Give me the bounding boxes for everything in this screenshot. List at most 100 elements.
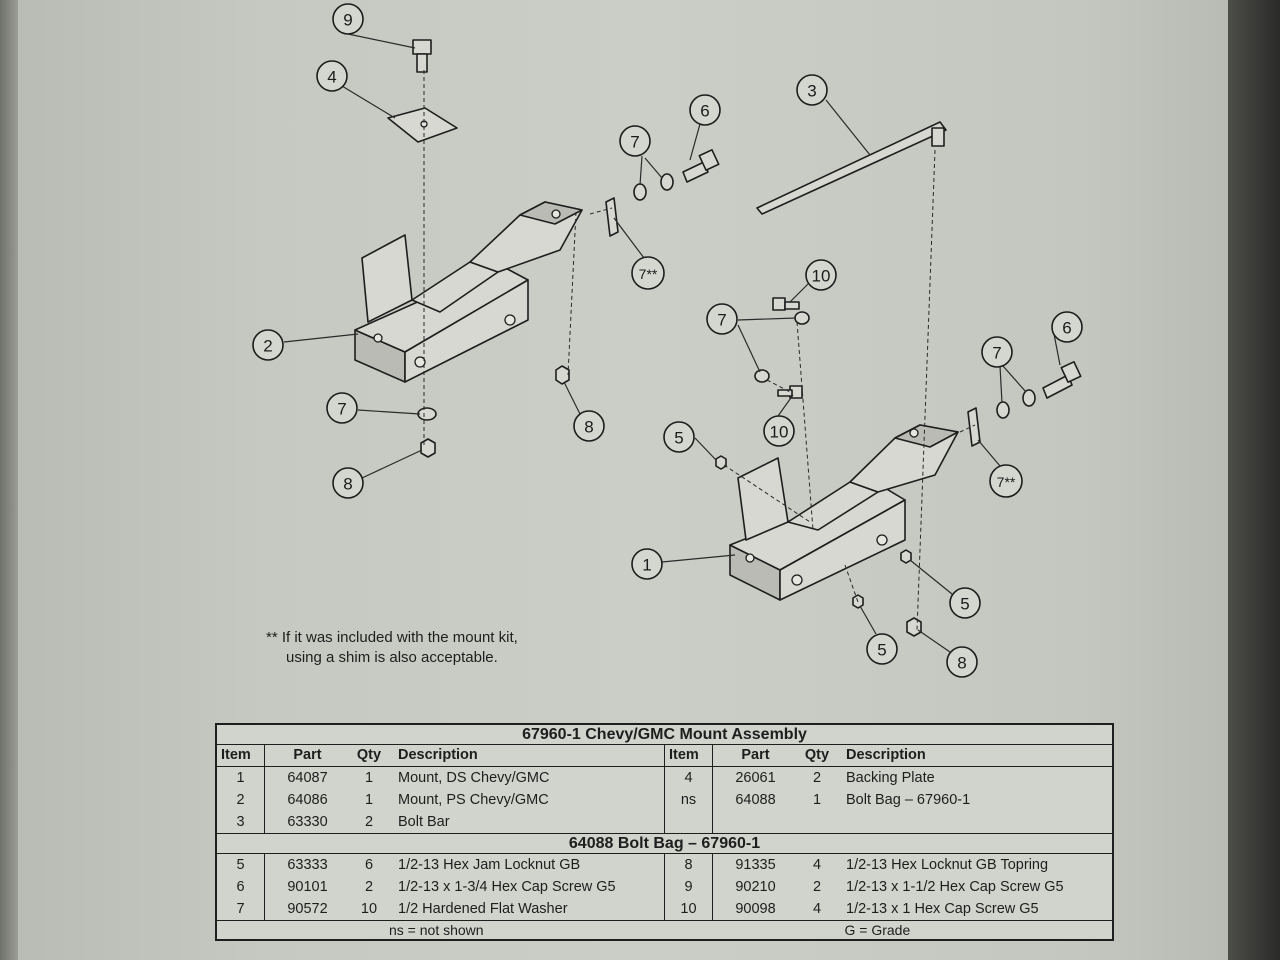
cell-description: 1/2-13 x 1-1/2 Hex Cap Screw G5 [846,879,1064,895]
shim-part [605,197,619,237]
header-item: Item [217,745,265,766]
header-description: Description [846,747,926,763]
svg-text:7: 7 [992,344,1001,363]
svg-text:6: 6 [700,102,709,121]
cell-qty: 1 [364,792,374,808]
cell-part: 90101 [287,879,328,895]
callout-2: 2 [252,329,284,361]
cap-screw-10-parts [772,297,786,311]
svg-text:7: 7 [630,133,639,152]
header-qty: Qty [804,747,830,763]
svg-text:2: 2 [263,337,272,356]
cell-qty [798,811,836,833]
svg-text:5: 5 [960,595,969,614]
cell-item: 2 [217,789,265,811]
svg-text:7**: 7** [997,474,1016,490]
cell-qty: 1 [364,770,374,786]
header-description: Description [398,747,478,763]
callout-9: 9 [332,3,364,35]
cell-part: 64088 [735,792,776,808]
svg-text:1: 1 [642,556,651,575]
svg-text:8: 8 [957,654,966,673]
cell-description: Mount, DS Chevy/GMC [398,770,550,786]
cell-part: 91335 [735,857,776,873]
bolt-bag-title: 64088 Bolt Bag – 67960-1 [217,833,1112,854]
bolt-bar-part [756,121,947,215]
cell-description [836,811,1112,833]
cell-qty: 1 [812,792,822,808]
cell-description: 1/2-13 x 1-3/4 Hex Cap Screw G5 [398,879,616,895]
cell-item: 9 [665,876,713,898]
cell-item: 3 [217,811,265,833]
callout-6: 6 [1051,311,1083,343]
cell-qty: 2 [364,879,374,895]
cap-screw-6-parts [682,148,1082,399]
cell-description: 1/2-13 Hex Locknut GB Topring [846,857,1049,873]
table-footer: ns = not shown G = Grade [217,920,1112,939]
svg-text:3: 3 [807,82,816,101]
cell-item: ns [665,789,713,811]
callout-7: 7 [706,303,738,335]
cell-qty: 2 [364,814,374,830]
svg-text:5: 5 [877,641,886,660]
svg-text:9: 9 [343,11,352,30]
cell-part: 63330 [287,814,328,830]
svg-text:10: 10 [812,267,831,286]
cell-description: 1/2 Hardened Flat Washer [398,901,568,917]
cell-part: 63333 [287,857,328,873]
svg-text:10: 10 [770,423,789,442]
cell-description: 1/2-13 x 1 Hex Cap Screw G5 [846,901,1039,917]
svg-text:8: 8 [343,475,352,494]
cell-description: Bolt Bar [398,814,450,830]
callout-1: 1 [631,548,663,580]
cell-qty: 6 [364,857,374,873]
cell-item: 10 [665,898,713,920]
callout-7: 7 [619,125,651,157]
note-line-1: ** If it was included with the mount kit… [266,629,518,646]
footer-grade: G = Grade [844,922,911,938]
svg-text:6: 6 [1062,319,1071,338]
callout-3: 3 [796,74,828,106]
callout-6: 6 [689,94,721,126]
cell-qty: 2 [812,879,822,895]
svg-text:4: 4 [327,68,336,87]
cell-part: 90572 [287,901,328,917]
cell-description: 1/2-13 Hex Jam Locknut GB [398,857,581,873]
cell-qty: 4 [812,901,822,917]
svg-text:8: 8 [584,418,593,437]
cell-item: 7 [217,898,265,920]
cell-item [665,811,713,833]
cell-part: 26061 [735,770,776,786]
header-item: Item [665,745,713,766]
svg-text:7: 7 [717,311,726,330]
callout-8: 8 [332,467,364,499]
mount-ps-part [354,201,583,383]
callout-5: 5 [866,633,898,665]
table-row: 3 63330 2 Bolt Bar [217,811,1112,833]
cell-part: 90098 [735,901,776,917]
callout-7: 7 [981,336,1013,368]
table-header-row: Item Part Qty Description Item Part Qty … [217,745,1112,767]
callout-7-shim: 7** [989,464,1023,498]
callout-8: 8 [573,410,605,442]
cell-item: 4 [665,767,713,789]
callout-8: 8 [946,646,978,678]
callout-5: 5 [663,421,695,453]
mount-ds-part [729,424,959,601]
footer-not-shown: ns = not shown [389,922,484,938]
svg-text:7: 7 [337,400,346,419]
header-part: Part [741,747,770,763]
cell-qty: 2 [812,770,822,786]
svg-text:7**: 7** [639,266,658,282]
monitor-bezel-left [0,0,18,960]
cell-item: 5 [217,854,265,876]
cell-description: Bolt Bag – 67960-1 [846,792,971,808]
callout-10: 10 [805,259,837,291]
callout-5: 5 [949,587,981,619]
svg-text:5: 5 [674,429,683,448]
